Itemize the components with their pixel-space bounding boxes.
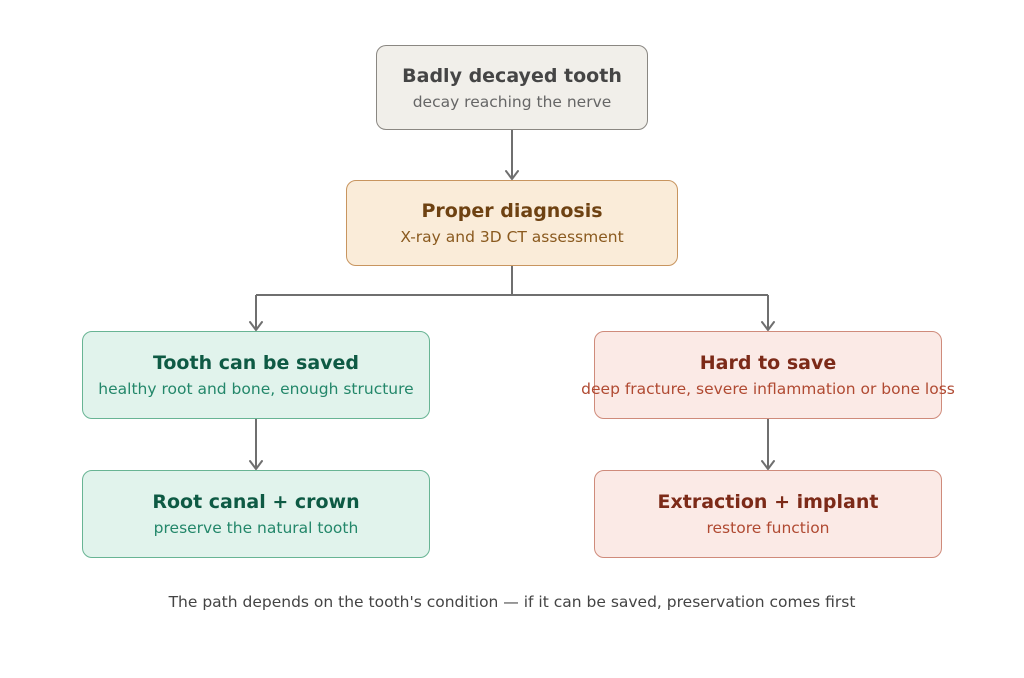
node-hard-to-save: Hard to save deep fracture, severe infla… — [581, 331, 955, 419]
arrowhead-icon — [249, 460, 263, 470]
node-badly-decayed-tooth: Badly decayed tooth decay reaching the n… — [376, 45, 648, 130]
node-title: Hard to save — [699, 352, 837, 374]
node-subtitle: decay reaching the nerve — [412, 92, 612, 111]
arrowhead-icon — [505, 170, 519, 180]
node-subtitle: healthy root and bone, enough structure — [98, 380, 414, 398]
node-title: Badly decayed tooth — [402, 64, 622, 87]
node-subtitle: deep fracture, severe inflammation or bo… — [581, 380, 955, 398]
edge-layer — [249, 130, 775, 470]
node-subtitle: preserve the natural tooth — [153, 519, 359, 537]
node-subtitle: X-ray and 3D CT assessment — [400, 228, 624, 246]
arrowhead-icon — [249, 321, 263, 331]
node-tooth-can-be-saved: Tooth can be saved healthy root and bone… — [82, 331, 430, 419]
arrowhead-icon — [761, 460, 775, 470]
node-title: Extraction + implant — [657, 491, 879, 513]
node-extraction-implant: Extraction + implant restore function — [594, 470, 942, 558]
node-title: Root canal + crown — [152, 491, 360, 513]
node-proper-diagnosis: Proper diagnosis X-ray and 3D CT assessm… — [346, 180, 678, 266]
arrowhead-icon — [761, 321, 775, 331]
node-root-canal-crown: Root canal + crown preserve the natural … — [82, 470, 430, 558]
diagram-caption: The path depends on the tooth's conditio… — [168, 593, 856, 611]
node-title: Tooth can be saved — [152, 352, 360, 374]
node-subtitle: restore function — [706, 519, 830, 537]
node-title: Proper diagnosis — [421, 200, 603, 222]
